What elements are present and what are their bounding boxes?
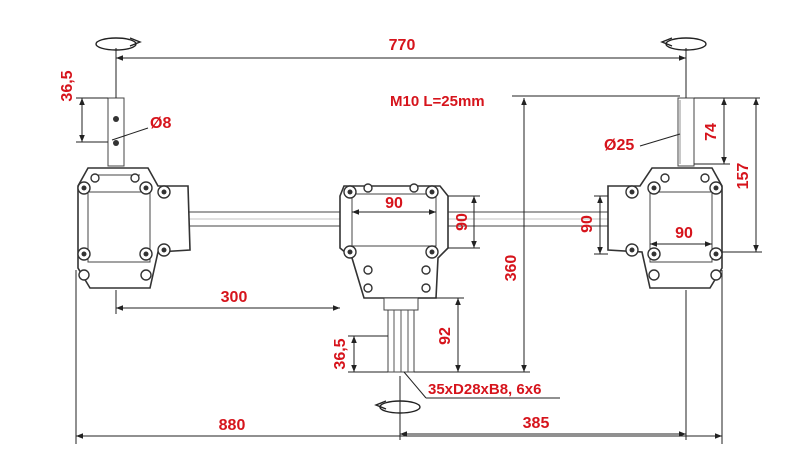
right-gearbox [607,97,723,289]
dim-880: 880 [219,417,246,434]
dim-360: 360 [503,255,520,282]
dim-74: 74 [703,123,720,141]
rotation-arrow-left [95,37,142,51]
rotation-arrow-right [660,37,707,51]
gearbox-assembly [77,97,723,373]
dimension-lines [75,48,762,444]
dim-90-center-height: 90 [454,213,471,231]
left-gearbox [77,97,191,289]
dimension-labels: 770 880 385 300 36,5 Ø8 M10 L=25mm Ø25 7… [59,37,752,434]
dim-157: 157 [735,163,752,190]
dim-36-5-top: 36,5 [59,70,76,101]
rotation-arrow-bottom [374,400,421,414]
input-shaft-collar [383,297,419,311]
dim-90-right-height: 90 [579,215,596,233]
dim-diam-25: Ø25 [604,137,634,154]
dim-770: 770 [389,37,416,54]
dim-36-5-bottom: 36,5 [332,338,349,369]
right-output-shaft [677,97,695,167]
dim-300: 300 [221,289,248,306]
dim-90-right-width: 90 [675,225,693,242]
dim-92: 92 [437,327,454,345]
dim-diam-8: Ø8 [150,115,171,132]
spline-note: 35xD28xB8, 6x6 [428,381,541,398]
left-output-shaft [107,97,125,167]
thread-note: M10 L=25mm [390,93,485,110]
dim-90-center-width: 90 [385,195,403,212]
dim-385: 385 [523,415,550,432]
